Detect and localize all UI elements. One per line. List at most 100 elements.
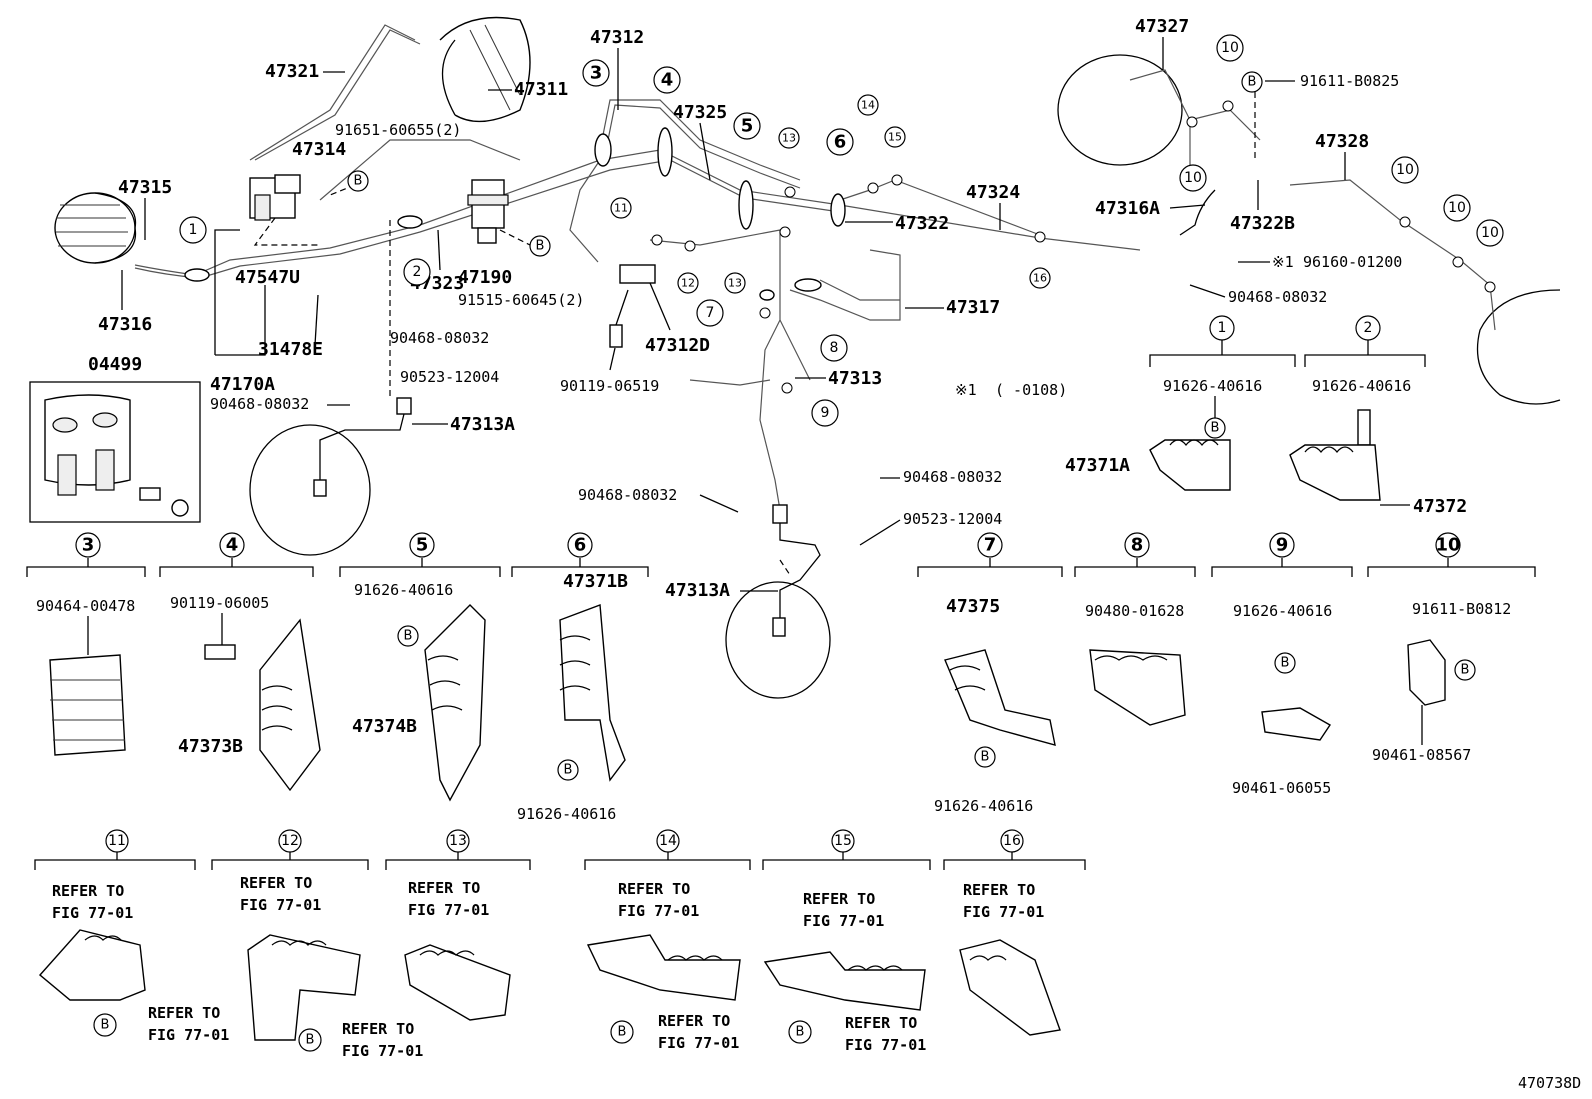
junction-16 (1034, 231, 1046, 243)
label-91515: 91515-60645(2) (458, 291, 584, 309)
junction-13b (784, 186, 796, 198)
hose-loop-left (249, 424, 371, 556)
svg-text:1: 1 (189, 222, 198, 238)
detail7-part: 91626-40616 (934, 797, 1033, 815)
junction-14 (867, 182, 879, 194)
hose-loop-middle (725, 581, 831, 699)
detail3-part: 90464-00478 (36, 597, 135, 615)
svg-text:2: 2 (1364, 320, 1373, 336)
junction-10a (1186, 116, 1198, 128)
label-47312D: 47312D (645, 335, 710, 356)
svg-text:12: 12 (281, 833, 299, 849)
valve-47314 (249, 174, 301, 221)
detail-14: 14 REFER TO FIG 77-01 B REFER TO FIG 77-… (584, 829, 751, 1052)
label-47170A: 47170A (210, 374, 275, 395)
detail7-clamp: 47375 (946, 596, 1000, 617)
detail10-part: 91611-B0812 (1412, 600, 1511, 618)
svg-text:11: 11 (108, 833, 126, 849)
detail-7: 7 47375 B 91626-40616 (917, 532, 1063, 815)
svg-text:REFER TO: REFER TO (342, 1020, 414, 1038)
svg-text:REFER TO: REFER TO (845, 1014, 917, 1032)
svg-text:B: B (404, 629, 413, 644)
rear-right-wheel-outline (1057, 54, 1183, 166)
svg-text:6: 6 (574, 535, 587, 556)
label-47311: 47311 (514, 79, 568, 100)
svg-text:5: 5 (741, 116, 754, 137)
detail-12: 12 REFER TO FIG 77-01 B REFER TO FIG 77-… (211, 829, 423, 1060)
rear-drum-top (439, 16, 531, 123)
label-90468-e: 90468-08032 (578, 486, 677, 504)
svg-text:FIG 77-01: FIG 77-01 (618, 902, 699, 920)
svg-text:13: 13 (728, 277, 742, 290)
label-90523-b: 90523-12004 (903, 510, 1002, 528)
svg-text:FIG 77-01: FIG 77-01 (52, 904, 133, 922)
svg-text:B: B (536, 239, 545, 254)
clamp-oval-7 (759, 289, 775, 301)
junction-12 (684, 240, 696, 252)
svg-text:16: 16 (1033, 272, 1047, 285)
clamp-oval-4 (657, 127, 673, 177)
detail2-part: 91626-40616 (1312, 377, 1411, 395)
svg-text:FIG 77-01: FIG 77-01 (240, 896, 321, 914)
label-47324: 47324 (966, 182, 1020, 203)
svg-text:FIG 77-01: FIG 77-01 (408, 901, 489, 919)
label-47316: 47316 (98, 314, 152, 335)
detail9-clamp: 90461-06055 (1232, 779, 1331, 797)
svg-text:REFER TO: REFER TO (52, 882, 124, 900)
svg-text:FIG 77-01: FIG 77-01 (658, 1034, 739, 1052)
svg-text:FIG 77-01: FIG 77-01 (148, 1026, 229, 1044)
junction-10e (1484, 281, 1496, 293)
svg-text:7: 7 (984, 535, 997, 556)
svg-text:B: B (1461, 663, 1470, 678)
svg-text:B: B (618, 1025, 627, 1040)
svg-text:REFER TO: REFER TO (148, 1004, 220, 1022)
label-47317: 47317 (946, 297, 1000, 318)
left-front-drum (54, 192, 137, 264)
svg-text:REFER TO: REFER TO (963, 881, 1035, 899)
clamp-oval-1 (184, 268, 210, 282)
svg-text:2: 2 (413, 264, 422, 280)
clamp-oval-2 (397, 215, 423, 229)
detail-2: 2 91626-40616 47372 (1289, 315, 1467, 517)
detail-13: 13 REFER TO FIG 77-01 (385, 829, 531, 1021)
label-04499: 04499 (88, 354, 142, 375)
detail2-clamp: 47372 (1413, 496, 1467, 517)
label-91651: 91651-60655(2) (335, 121, 461, 139)
svg-text:B: B (306, 1033, 315, 1048)
svg-text:15: 15 (834, 833, 852, 849)
detail4-clamp: 47373B (178, 736, 243, 757)
label-90119-a: 90119-06519 (560, 377, 659, 395)
clamp-oval-8 (794, 278, 822, 292)
label-90523-a: 90523-12004 (400, 368, 499, 386)
junction-11 (651, 234, 663, 246)
label-90468-a: 90468-08032 (390, 329, 489, 347)
svg-text:B: B (1248, 75, 1257, 90)
detail1-clamp: 47371A (1065, 455, 1130, 476)
label-90468-c: 90468-08032 (1228, 288, 1327, 306)
svg-text:10: 10 (1435, 535, 1460, 556)
svg-text:12: 12 (681, 277, 695, 290)
top-part-labels: 47321 47311 91651-60655(2) 47314 47315 4… (88, 16, 1581, 1092)
detail-15: 15 REFER TO FIG 77-01 B REFER TO FIG 77-… (762, 829, 931, 1054)
detail1-part: 91626-40616 (1163, 377, 1262, 395)
svg-text:6: 6 (834, 132, 847, 153)
svg-text:10: 10 (1448, 200, 1466, 216)
label-90468-d: 90468-08032 (903, 468, 1002, 486)
svg-text:REFER TO: REFER TO (803, 890, 875, 908)
junction-13 (779, 226, 791, 238)
label-47314: 47314 (292, 139, 346, 160)
svg-text:B: B (354, 174, 363, 189)
junction-15 (891, 174, 903, 186)
svg-text:9: 9 (821, 405, 830, 421)
junction-9 (781, 382, 793, 394)
label-47312: 47312 (590, 27, 644, 48)
top-callouts: 1 2 3 4 5 6 7 8 9 10 10 10 10 10 11 12 1… (179, 34, 1504, 427)
detail-3: 3 90464-00478 (26, 532, 146, 756)
label-47313A-top: 47313A (450, 414, 515, 435)
label-47322B: 47322B (1230, 213, 1295, 234)
label-47325: 47325 (673, 102, 727, 123)
detail-16: 16 REFER TO FIG 77-01 (943, 829, 1086, 1036)
label-47313: 47313 (828, 368, 882, 389)
svg-text:11: 11 (614, 202, 628, 215)
